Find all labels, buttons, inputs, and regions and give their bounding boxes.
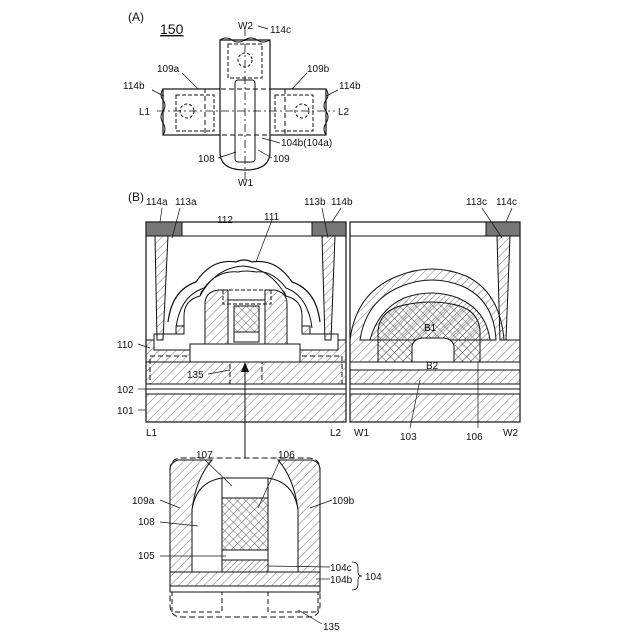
c-label-105: 105: [138, 551, 155, 562]
c-label-106: 106: [278, 450, 295, 461]
c-label-109b: 109b: [332, 496, 355, 507]
label-114b: 114b: [331, 197, 353, 208]
label-106-b: 106: [466, 432, 483, 443]
label-b2: B2: [426, 361, 439, 372]
label-110: 110: [117, 340, 133, 351]
label-l2: L2: [338, 107, 350, 118]
c-label-108: 108: [138, 517, 155, 528]
c-label-107: 107: [196, 450, 213, 461]
c-label-104c: 104c: [330, 563, 352, 574]
label-114c: 114c: [270, 25, 291, 36]
label-114c: 114c: [496, 197, 517, 208]
label-w2: W2: [238, 21, 253, 32]
c-layer-104c: [222, 560, 268, 572]
label-114a: 114a: [146, 197, 168, 208]
panel-c: 107 106 109a 109b 108 105 104c 104b 104 …: [132, 450, 382, 633]
label-113c: 113c: [466, 197, 487, 208]
c-label-104b: 104b: [330, 575, 353, 586]
section-w: [350, 222, 520, 422]
label-b1: B1: [424, 323, 437, 334]
label-112: 112: [217, 215, 233, 226]
label-108: 108: [198, 154, 215, 165]
c-label-135: 135: [323, 622, 340, 633]
cap-114b: [312, 222, 346, 236]
figure-number: 150: [160, 21, 184, 37]
c-label-104: 104: [365, 572, 382, 583]
brace-104: [352, 562, 362, 590]
cap-114c: [486, 222, 520, 236]
c-gate-107: [222, 478, 268, 498]
label-103: 103: [400, 432, 417, 443]
label-w1: W1: [238, 178, 253, 189]
label-l1: L1: [139, 107, 151, 118]
label-114b-left: 114b: [123, 81, 145, 92]
cap-114a: [146, 222, 182, 236]
label-102: 102: [117, 385, 134, 396]
c-layer-104b: [170, 572, 320, 586]
substrate-101-w: [350, 394, 520, 422]
label-135-b: 135: [187, 370, 204, 381]
gate-b2: [412, 338, 454, 362]
section-l: [146, 222, 346, 422]
block-104: [190, 344, 300, 362]
c-gate-106: [222, 498, 268, 550]
c-label-109a: 109a: [132, 496, 155, 507]
label-101: 101: [117, 406, 134, 417]
label-104b: 104b(104a): [281, 138, 332, 149]
label-113b: 113b: [304, 197, 326, 208]
label-l2-b: L2: [330, 428, 342, 439]
label-w1-b: W1: [354, 428, 369, 439]
label-114b-right: 114b: [339, 81, 361, 92]
label-w2-b: W2: [503, 428, 518, 439]
panel-a-tag: (A): [128, 10, 144, 24]
c-gate-105: [222, 550, 268, 560]
panel-a: (A) 150 W2 114c 109a 109: [123, 10, 361, 189]
panel-b-tag: (B): [128, 190, 144, 204]
left-pad: [163, 89, 227, 135]
label-l1-b: L1: [146, 428, 158, 439]
gate-106: [234, 306, 259, 332]
label-113a: 113a: [175, 197, 197, 208]
label-111: 111: [264, 212, 280, 223]
label-109a: 109a: [157, 64, 180, 75]
substrate-101: [146, 394, 346, 422]
right-pad: [262, 89, 326, 135]
label-109b: 109b: [307, 64, 330, 75]
label-109: 109: [273, 154, 290, 165]
panel-b: (B): [117, 190, 520, 468]
gate-105: [234, 332, 259, 342]
